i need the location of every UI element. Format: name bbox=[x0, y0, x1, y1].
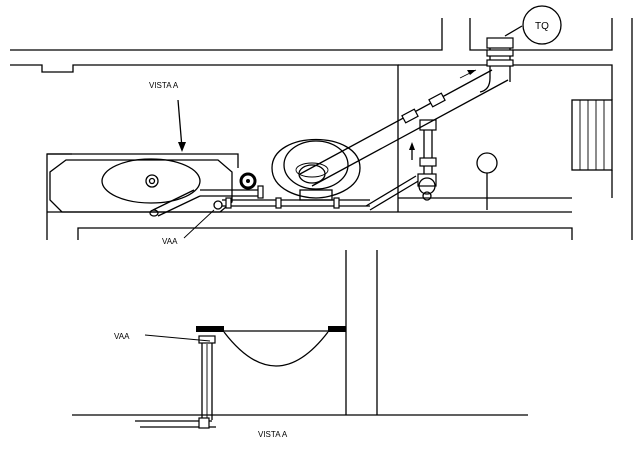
plan-view: TQ VISTA A VAA bbox=[10, 5, 633, 246]
tank bbox=[49, 158, 233, 213]
vaa-label-top: VAA bbox=[162, 237, 178, 246]
vista-a-label-top: VISTA A bbox=[149, 81, 179, 90]
vista-a-callout: VISTA A bbox=[149, 81, 186, 152]
heater-unit bbox=[271, 139, 361, 201]
vaa-callout-top: VAA bbox=[162, 209, 215, 246]
vertical-riser bbox=[409, 119, 437, 201]
section-view: VAA VISTA A bbox=[72, 250, 528, 439]
horizontal-pipe bbox=[149, 175, 421, 217]
valve-ring bbox=[239, 172, 257, 190]
vaa-label-bottom: VAA bbox=[114, 332, 130, 341]
vent-grille bbox=[571, 99, 613, 171]
vista-a-label-bottom: VISTA A bbox=[258, 430, 288, 439]
room-walls bbox=[10, 18, 633, 240]
gauge bbox=[476, 152, 498, 210]
tank-label: TQ bbox=[535, 21, 549, 32]
flue-pipe bbox=[299, 37, 514, 187]
tq-marker: TQ bbox=[504, 5, 562, 45]
